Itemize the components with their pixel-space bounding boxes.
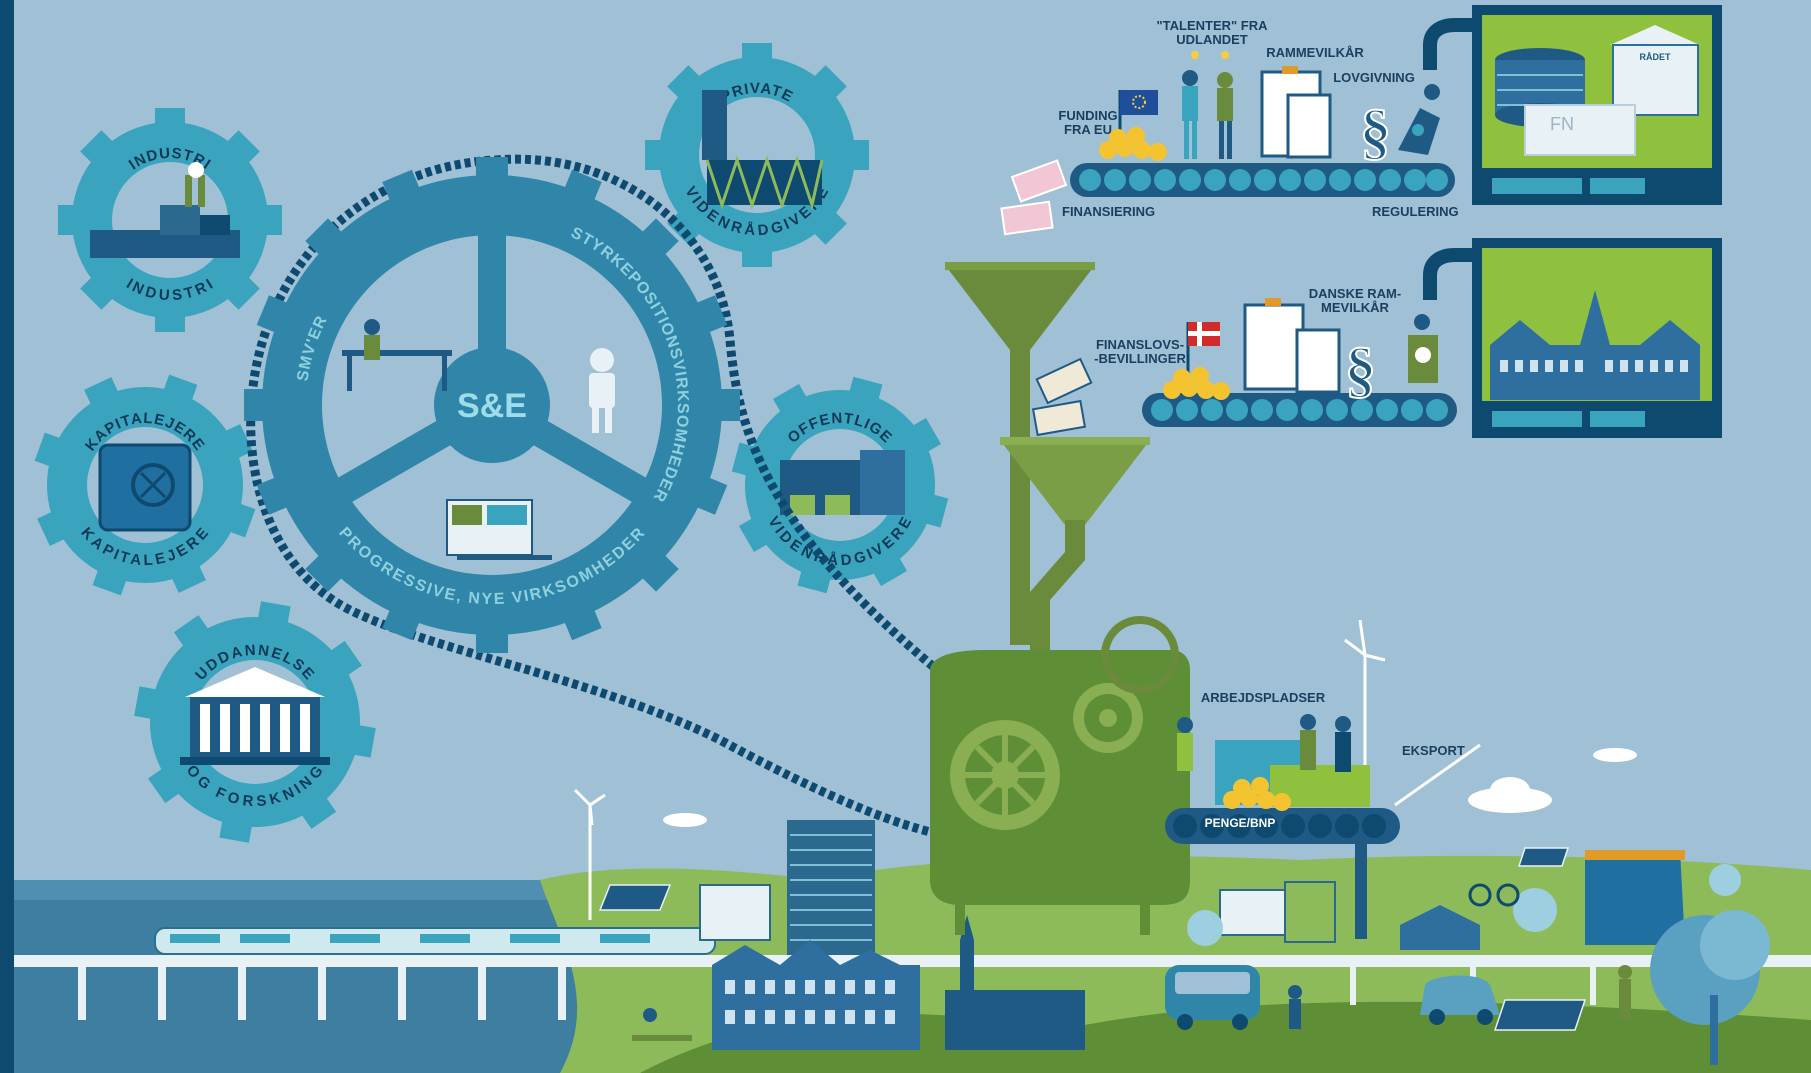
label-danske-1: DANSKE RAM-	[1309, 286, 1401, 301]
city-buildings	[699, 820, 1685, 1050]
gear-kapitalejere: KAPITALEJERE KAPITALEJERE	[34, 374, 256, 596]
main-gear-se: S&E SMV'ER STYRKEPOSITIONSVIRKSOMHEDER P…	[244, 157, 740, 653]
label-penge: PENGE/BNP	[1205, 816, 1276, 830]
business-people-icon	[1177, 714, 1351, 772]
vehicles	[1165, 883, 1520, 1030]
drive-chain	[246, 154, 1054, 845]
people-street	[632, 965, 1632, 1041]
machine-gear-small	[1073, 683, 1143, 753]
danish-flag-icon	[1186, 322, 1220, 375]
trees	[1187, 864, 1770, 1065]
gold-coins-icon	[1099, 127, 1167, 161]
people-icon	[1182, 51, 1233, 159]
label-danske-2: MEVILKÅR	[1321, 300, 1390, 315]
label-finanslov-2: -BEVILLINGER	[1094, 351, 1186, 366]
wind-turbines	[573, 619, 1481, 920]
label-funding-1: FUNDING	[1058, 108, 1117, 123]
label-regulering: REGULERING	[1372, 204, 1459, 219]
label-arbejdspladser: ARBEJDSPLADSER	[1201, 690, 1326, 705]
label-funding-2: FRA EU	[1064, 122, 1112, 137]
output-conveyor	[1165, 714, 1400, 939]
un-sign: FN	[1550, 114, 1574, 134]
robot-icon	[589, 348, 615, 433]
eu-screen: RÅDET FN	[1423, 5, 1722, 205]
label-lovgivning: LOVGIVNING	[1333, 70, 1415, 85]
gear-offentlige: OFFENTLIGE VIDENRÅDGIVERE	[731, 376, 949, 594]
council-building-icon: RÅDET	[1610, 25, 1700, 116]
gold-coins-icon-output	[1223, 777, 1291, 811]
eu-conveyor: §	[1070, 51, 1455, 197]
paragraph-icon-dk: §	[1345, 336, 1376, 404]
documents-icon-dk	[1243, 298, 1341, 394]
safe-icon	[98, 443, 192, 532]
label-rammevilkaar: RAMMEVILKÅR	[1266, 45, 1364, 60]
public-building-icon	[780, 450, 905, 515]
label-eksport: EKSPORT	[1402, 743, 1465, 758]
christiansborg-icon	[1490, 290, 1700, 400]
podium-icon-dk	[1408, 314, 1438, 383]
label-talenter-2: UDLANDET	[1176, 32, 1248, 47]
documents-icon	[1260, 66, 1332, 159]
solar-panels	[598, 847, 1587, 1031]
label-finansiering: FINANSIERING	[1062, 204, 1155, 219]
council-sign: RÅDET	[1640, 52, 1672, 62]
label-talenter-1: "TALENTER" FRA	[1156, 18, 1268, 33]
gear-uddannelse: UDDANNELSE OG FORSKNING	[134, 601, 376, 843]
gear-private: PRIVATE VIDENRÅDGIVERE	[645, 43, 869, 267]
clouds	[663, 748, 1637, 827]
gear-industri: INDUSTRI INDUSTRI	[58, 108, 282, 332]
factory-icon	[90, 162, 240, 258]
machine-gear-large	[950, 720, 1060, 830]
left-edge-bar	[0, 0, 14, 1073]
train	[154, 927, 716, 955]
computer-desk-illustration	[446, 499, 552, 560]
un-building-icon: FN	[1524, 104, 1636, 156]
podium-icon	[1398, 84, 1440, 155]
dk-screen	[1423, 238, 1722, 438]
label-finanslov-1: FINANSLOVS-	[1096, 337, 1184, 352]
banknotes-icon	[1000, 159, 1093, 437]
machine-gear-top	[1101, 616, 1179, 694]
office-building-icon	[702, 90, 824, 211]
main-gear-center-label: S&E	[457, 387, 527, 425]
dk-conveyor: §	[1142, 298, 1457, 427]
university-icon	[180, 667, 330, 765]
paragraph-icon: §	[1360, 98, 1391, 166]
workbench-illustration	[342, 319, 452, 391]
gold-coins-icon-dk	[1163, 367, 1230, 400]
